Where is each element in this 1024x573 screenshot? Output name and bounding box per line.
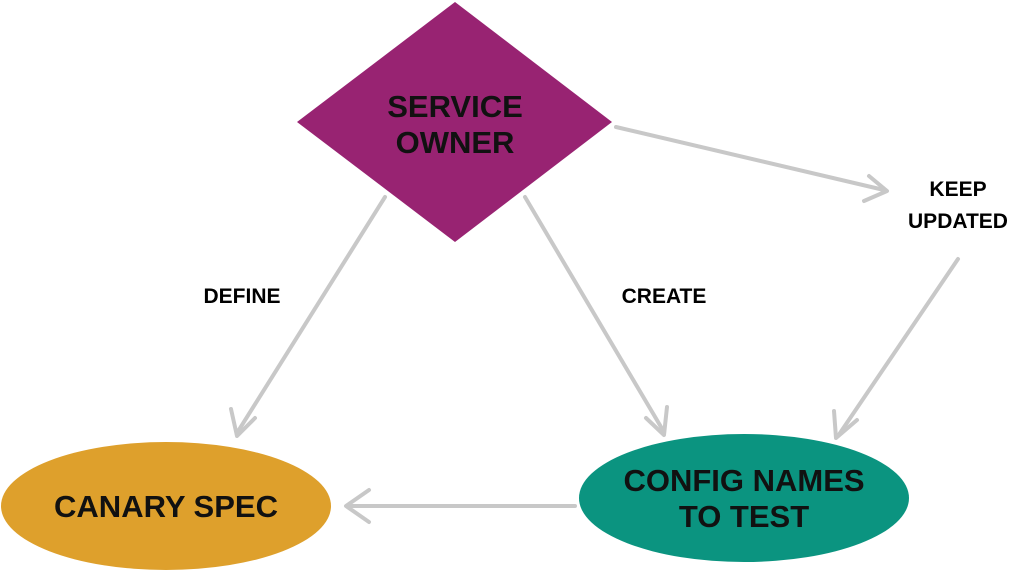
edge-keep-updated-out-line xyxy=(836,257,960,438)
edge-define-arrowhead xyxy=(229,407,257,438)
service-owner-diamond xyxy=(297,2,612,242)
edge-create-arrowhead xyxy=(644,405,669,437)
edge-keep-updated-in xyxy=(614,125,889,203)
edge-keep-updated-in-arrowhead xyxy=(862,174,889,203)
edge-keep-updated-out-arrowhead xyxy=(832,409,859,440)
edge-create-line xyxy=(523,195,666,434)
edge-create xyxy=(523,195,669,437)
service-owner-label-line1: SERVICE xyxy=(387,89,523,124)
edge-label-create: CREATE xyxy=(622,285,707,308)
canary-spec-ellipse xyxy=(1,442,331,570)
node-service-owner: SERVICE OWNER xyxy=(297,2,612,242)
config-names-label-line2: TO TEST xyxy=(679,499,809,534)
edge-keep-updated-in-line xyxy=(614,125,886,192)
edge-define-line xyxy=(235,195,387,435)
service-owner-label-line2: OWNER xyxy=(396,125,515,160)
config-names-label-line1: CONFIG NAMES xyxy=(623,463,864,498)
canary-spec-label: CANARY SPEC xyxy=(54,489,278,524)
edge-label-keep: KEEP xyxy=(929,178,986,201)
node-canary-spec: CANARY SPEC xyxy=(1,442,331,570)
edge-config-to-canary-arrowhead xyxy=(344,488,371,524)
edge-keep-updated-out xyxy=(832,257,960,440)
edge-define xyxy=(229,195,387,438)
edge-config-to-canary xyxy=(344,488,577,524)
node-config-names: CONFIG NAMES TO TEST xyxy=(579,434,909,562)
edge-label-define: DEFINE xyxy=(203,285,280,308)
config-names-ellipse xyxy=(579,434,909,562)
edge-label-updated: UPDATED xyxy=(908,210,1008,233)
